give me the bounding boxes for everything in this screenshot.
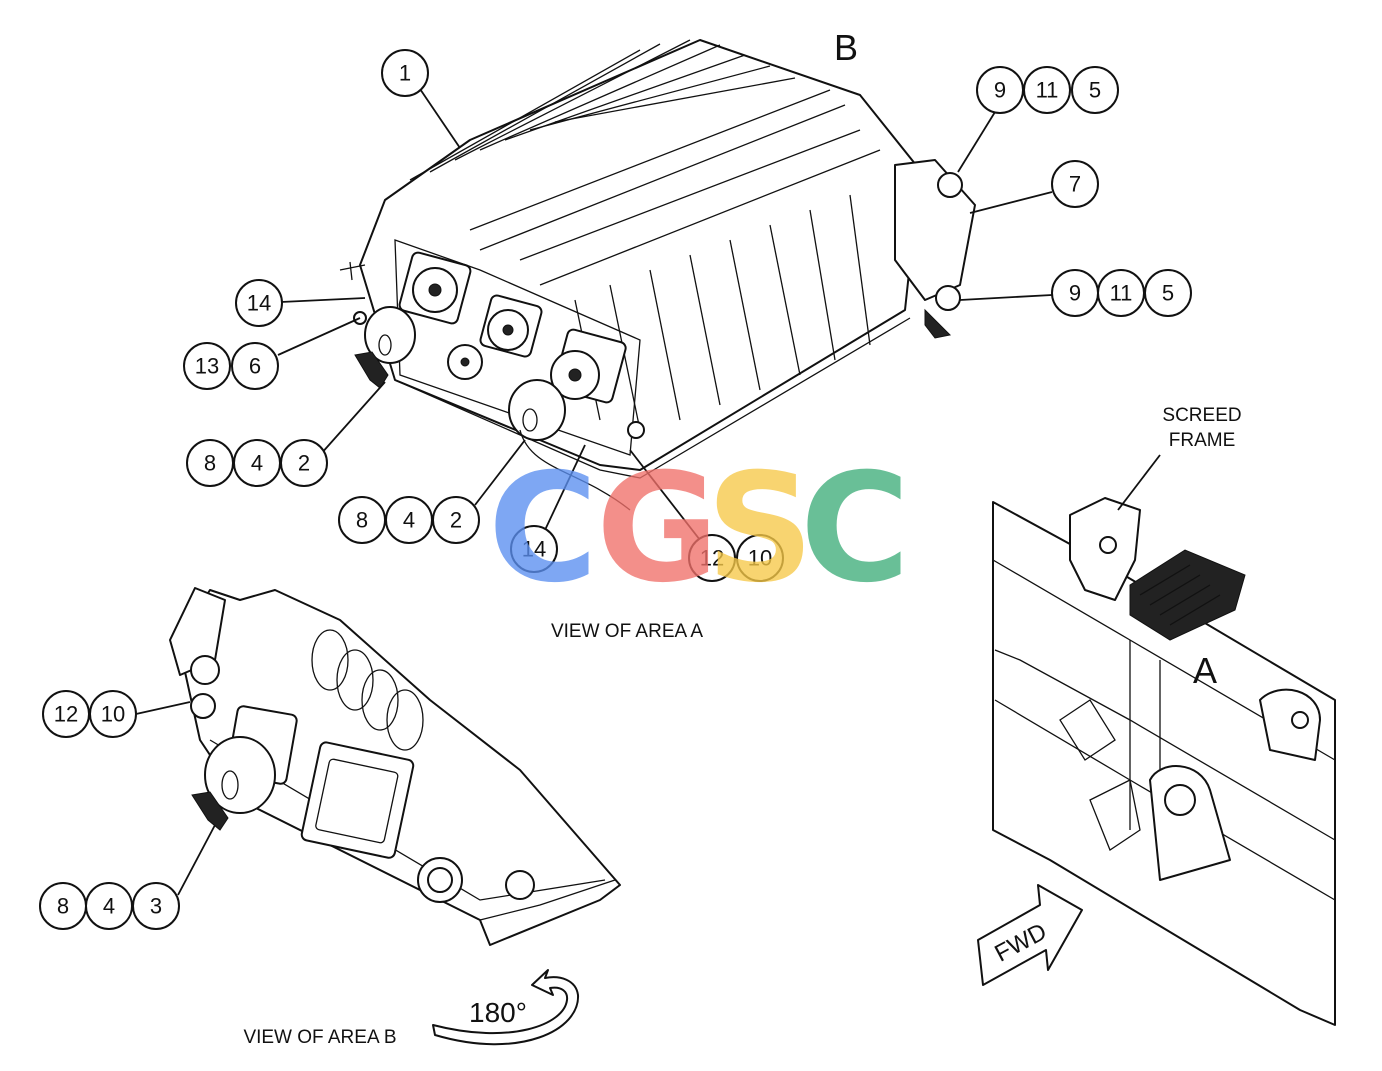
callout-14-upper: 14 xyxy=(235,279,283,327)
callout-8-4-2-center: 8 4 2 xyxy=(338,496,480,544)
connector-1 xyxy=(398,251,472,325)
svg-text:11: 11 xyxy=(1036,78,1059,103)
rotation-label: 180° xyxy=(469,997,527,1028)
screed-frame-label-line1: SCREED xyxy=(1162,405,1241,426)
svg-text:4: 4 xyxy=(251,451,263,476)
controller-module-main-view: B xyxy=(339,27,976,511)
screed-frame-label-line2: FRAME xyxy=(1169,430,1236,451)
dust-cap-right xyxy=(508,379,631,511)
watermark-letter-1: C xyxy=(488,442,598,616)
svg-text:9: 9 xyxy=(994,78,1006,103)
svg-text:12: 12 xyxy=(700,546,724,571)
svg-text:11: 11 xyxy=(1110,281,1133,306)
watermark-letter-4: C xyxy=(800,442,910,616)
callout-8-4-2-left: 8 4 2 xyxy=(186,439,328,487)
svg-text:6: 6 xyxy=(249,354,261,379)
svg-text:7: 7 xyxy=(1069,172,1081,197)
callout-1: 1 xyxy=(381,49,429,97)
callout-13-6: 13 6 xyxy=(183,342,279,390)
connector-3 xyxy=(447,344,483,380)
svg-text:14: 14 xyxy=(247,291,271,316)
svg-text:9: 9 xyxy=(1069,281,1081,306)
svg-text:8: 8 xyxy=(356,508,368,533)
callout-12-10-upper: 12 10 xyxy=(688,534,784,582)
svg-text:1: 1 xyxy=(399,61,411,86)
forward-direction-arrow: FWD xyxy=(977,884,1083,986)
callout-14-lower: 14 xyxy=(510,525,558,573)
watermark-logo: C G S C xyxy=(488,442,910,616)
side-view-ribs xyxy=(311,629,424,751)
connector-2 xyxy=(479,294,543,358)
cooling-fins xyxy=(409,39,881,431)
callout-9-11-5-lower: 9 11 5 xyxy=(1051,269,1192,317)
view-area-a-caption: VIEW OF AREA A xyxy=(551,621,703,642)
connector-4 xyxy=(550,328,627,404)
watermark-letter-3: S xyxy=(706,442,814,616)
dust-cap-left xyxy=(354,306,416,389)
rotation-arrow-icon xyxy=(432,969,580,1046)
svg-text:10: 10 xyxy=(101,702,125,727)
watermark-letter-2: G xyxy=(596,442,719,616)
svg-text:2: 2 xyxy=(298,451,310,476)
area-b-letter: B xyxy=(834,27,858,68)
controller-module-side-view xyxy=(169,587,621,946)
svg-text:3: 3 xyxy=(150,894,162,919)
svg-text:13: 13 xyxy=(195,354,219,379)
callout-7: 7 xyxy=(1051,160,1099,208)
svg-text:12: 12 xyxy=(54,702,78,727)
leader-lines xyxy=(277,85,1053,541)
callout-9-11-5-upper: 9 11 5 xyxy=(976,66,1119,114)
svg-text:10: 10 xyxy=(748,546,772,571)
svg-text:5: 5 xyxy=(1162,281,1174,306)
view-area-b-caption: VIEW OF AREA B xyxy=(243,1027,396,1048)
screed-frame-view xyxy=(992,497,1336,1026)
svg-text:5: 5 xyxy=(1089,78,1101,103)
svg-text:14: 14 xyxy=(522,537,546,562)
callout-12-10-lower: 12 10 xyxy=(42,690,137,738)
mounting-bracket-right xyxy=(894,159,976,339)
svg-text:8: 8 xyxy=(57,894,69,919)
callout-8-4-3: 8 4 3 xyxy=(39,882,180,930)
svg-text:4: 4 xyxy=(403,508,415,533)
svg-text:2: 2 xyxy=(450,508,462,533)
svg-text:4: 4 xyxy=(103,894,115,919)
area-a-letter: A xyxy=(1193,650,1217,691)
svg-text:8: 8 xyxy=(204,451,216,476)
